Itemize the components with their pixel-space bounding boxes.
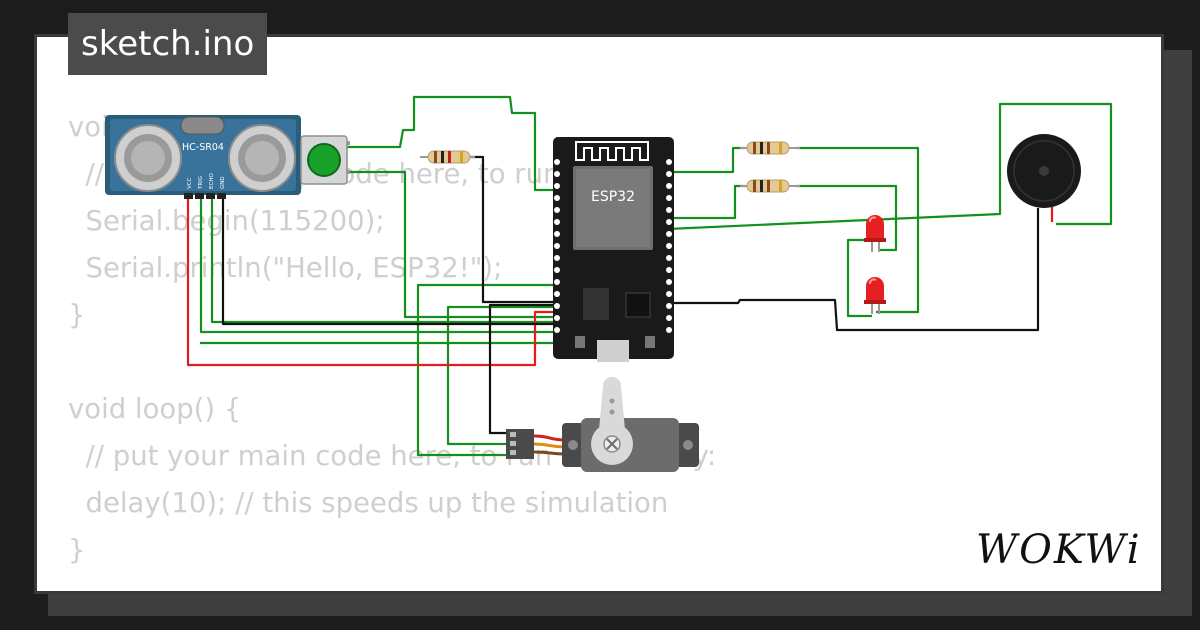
- wire-button-bottom: [346, 170, 557, 319]
- buzzer[interactable]: [1007, 134, 1081, 208]
- esp32-label: ESP32: [591, 189, 635, 205]
- esp32-pins-right: [666, 159, 672, 333]
- pin-label-trig: TRIG: [198, 176, 204, 190]
- code-line: Serial.println("Hello, ESP32!");: [68, 252, 503, 284]
- wire-button-top: [346, 95, 557, 192]
- wire-gnd-servo: [488, 303, 557, 435]
- ultrasonic-sensor[interactable]: HC-SR04 VCC TRIG ECHO GND: [105, 115, 301, 199]
- servo-motor[interactable]: [506, 377, 699, 472]
- wire-led-r2: [668, 184, 745, 220]
- wire-gnd-sensor: [221, 197, 557, 326]
- resistor-led-2[interactable]: [740, 179, 800, 193]
- wires: [186, 95, 1113, 457]
- wire-gnd-r1: [470, 155, 557, 304]
- red-led-2[interactable]: [864, 277, 886, 314]
- wire-gnd-right: [668, 208, 1040, 332]
- pin-label-vcc: VCC: [187, 177, 193, 189]
- wire-servo-signal: [416, 283, 557, 457]
- esp32-antenna: [575, 141, 649, 161]
- ultrasonic-label: HC-SR04: [182, 142, 224, 153]
- wire-buzzer-plus: [667, 102, 1113, 231]
- pin-label-echo: ECHO: [209, 173, 215, 189]
- wire-vcc: [186, 197, 557, 367]
- esp32-board[interactable]: ESP32: [553, 137, 674, 362]
- wire-r1-led: [796, 146, 920, 314]
- servo-horn: [599, 377, 625, 439]
- wokwi-logo: WOKWi: [976, 527, 1142, 573]
- resistor-button[interactable]: [420, 150, 475, 164]
- resistor-led-1[interactable]: [740, 141, 800, 155]
- file-title: sketch.ino: [68, 13, 268, 75]
- wire-led-ground: [846, 238, 872, 318]
- code-line: }: [68, 534, 86, 566]
- code-line: Serial.begin(115200);: [68, 205, 385, 237]
- pin-label-gnd: GND: [220, 176, 226, 189]
- wire-trig: [199, 197, 557, 334]
- wire-servo-vcc: [446, 305, 557, 446]
- pushbutton[interactable]: [300, 135, 350, 185]
- wire-echo: [210, 197, 557, 324]
- wire-led-r1: [668, 146, 745, 174]
- code-line: void loop() {: [68, 393, 242, 425]
- esp32-pins-left: [554, 159, 560, 333]
- code-line: }: [68, 299, 86, 331]
- red-led-1[interactable]: [864, 215, 886, 252]
- code-line: delay(10); // this speeds up the simulat…: [68, 487, 669, 519]
